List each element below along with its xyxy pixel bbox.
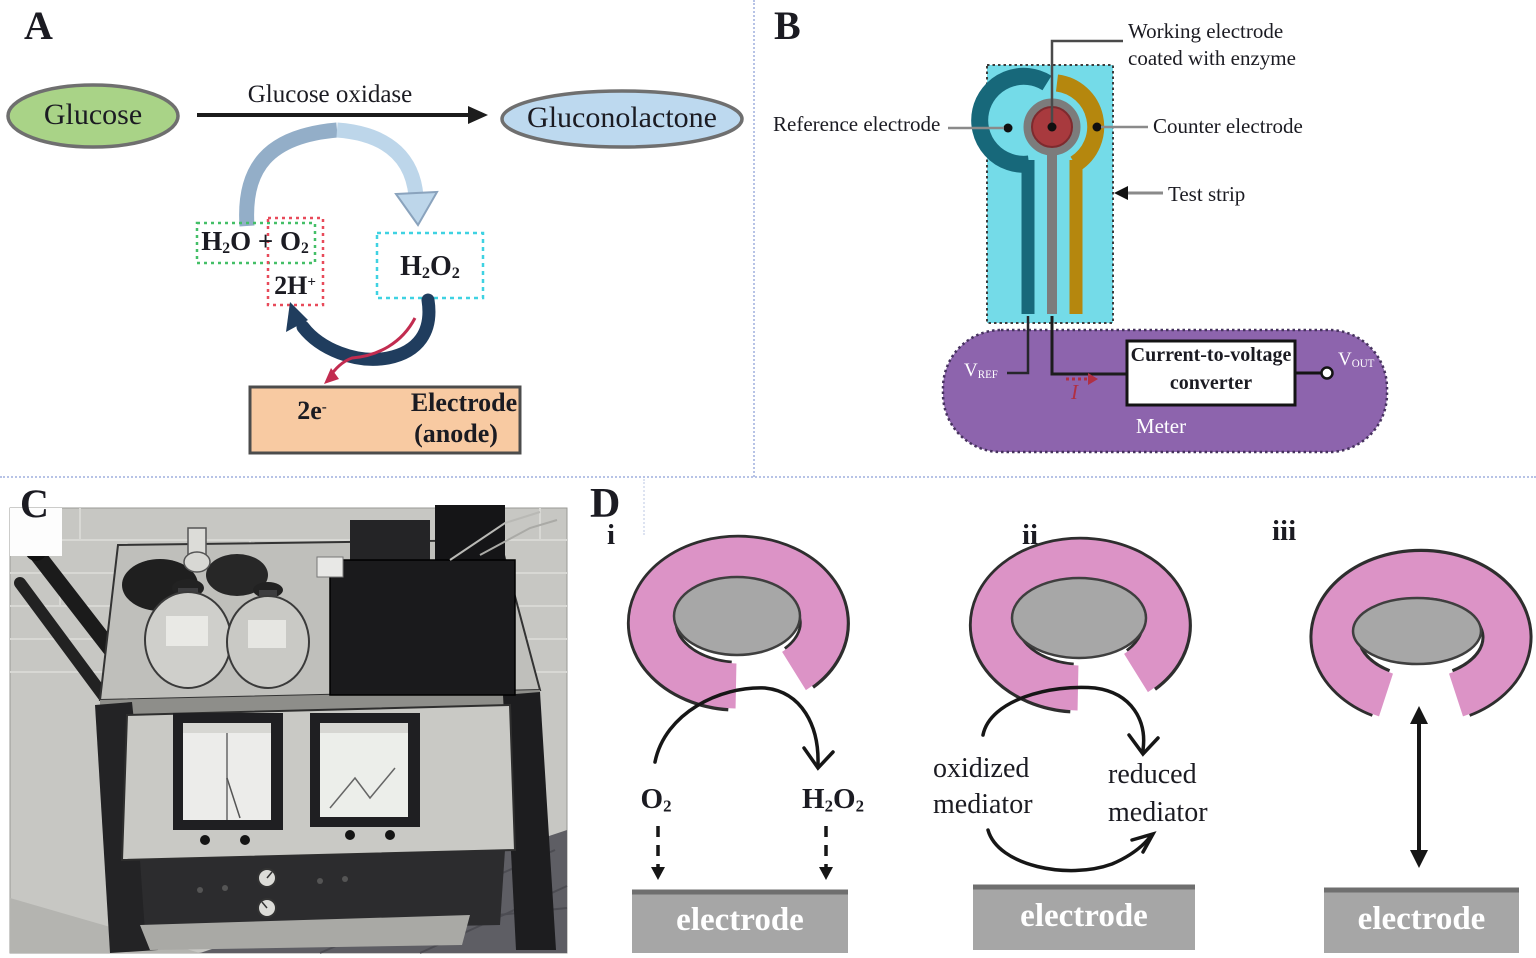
- reaction-arrow: [197, 106, 488, 124]
- counter-electrode-label: Counter electrode: [1153, 114, 1303, 138]
- electrode-anode-line2: (anode): [414, 419, 498, 448]
- panel-a-graphics: [6, 83, 744, 455]
- peroxide-to-protons-arrow: [286, 293, 436, 366]
- glucose-ellipse: [6, 83, 180, 149]
- subpanel-i-label: i: [607, 519, 616, 551]
- panel-b-label: B: [774, 3, 801, 48]
- enzyme-cycle-arch-arrow: [239, 122, 439, 227]
- meter-label: Meter: [1135, 414, 1187, 438]
- electrode-bar-iii: [1324, 887, 1519, 953]
- protons-label: 2H+: [274, 271, 316, 300]
- working-electrode-label-line2: coated with enzyme: [1128, 46, 1296, 70]
- panel-d-graphics: [626, 534, 1533, 953]
- electrode-text-iii: electrode: [1357, 901, 1486, 937]
- converter-box: [1125, 339, 1297, 407]
- protons-dashed-box: [266, 216, 325, 307]
- mediator-return-arrow: [986, 828, 1157, 873]
- test-strip-label: Test strip: [1168, 182, 1246, 206]
- label-pointer-dots: [1003, 122, 1102, 133]
- reference-electrode-label: Reference electrode: [773, 112, 941, 136]
- vref-wire: [1007, 316, 1030, 375]
- working-label-pointer: [1050, 39, 1123, 124]
- enzyme-shape-ii: [968, 536, 1192, 714]
- vout-label: VOUT: [1338, 349, 1375, 371]
- converter-label-line2: converter: [1169, 372, 1253, 394]
- gluconolactone-label: Gluconolactone: [527, 101, 717, 134]
- electrode-anode-box: [248, 385, 522, 455]
- converter-label-line1: Current-to-voltage: [1130, 344, 1292, 366]
- current-symbol-label: I: [1071, 380, 1078, 404]
- direct-transfer-double-arrow: [1410, 706, 1428, 868]
- panel-d-label: D: [590, 481, 621, 527]
- panel-a-label: A: [24, 3, 53, 48]
- electrode-text-i: electrode: [676, 902, 804, 938]
- panel-divider-c-d: [643, 479, 645, 535]
- enzyme-shape-iii: [1309, 548, 1533, 717]
- counter-electrode-track: [1055, 74, 1105, 314]
- glucose-label: Glucose: [43, 98, 143, 131]
- test-strip-pointer-arrow: [1114, 186, 1163, 200]
- current-direction-arrow: [1066, 373, 1098, 385]
- electrons-label: 2e-: [297, 396, 327, 425]
- subpanel-ii-label: ii: [1022, 519, 1039, 551]
- photo-controls: [197, 830, 395, 918]
- panel-c-label: C: [20, 481, 49, 526]
- photo-corner-mask: [10, 508, 62, 556]
- photo-chart-recorders: [173, 713, 420, 830]
- panel-b-graphics: [941, 39, 1389, 454]
- glucose-oxidase-label: Glucose oxidase: [247, 81, 413, 108]
- h2o-o2-label: H2O + O2: [201, 226, 309, 258]
- h2o2-label-d: H2O2: [802, 783, 864, 816]
- subpanel-iii-label: iii: [1272, 515, 1297, 547]
- electron-transfer-arrow: [324, 317, 417, 384]
- h2o2-label: H2O2: [400, 251, 460, 283]
- reference-electrode-track: [971, 67, 1052, 314]
- oxidized-mediator-line2: mediator: [933, 789, 1033, 820]
- photo-instrument-box: [316, 505, 558, 696]
- panel-divider-horizontal: [0, 476, 1536, 478]
- oxidized-to-reduced-arrow: [981, 685, 1160, 757]
- working-wire: [1050, 316, 1127, 376]
- vout-terminal: [1295, 366, 1334, 380]
- reduced-mediator-line1: reduced: [1108, 759, 1197, 790]
- electrode-bar-i: [632, 889, 848, 953]
- electrode-anode-line1: Electrode: [410, 388, 518, 417]
- electrode-bar-ii: [973, 884, 1195, 950]
- o2-label: O2: [640, 783, 672, 816]
- reduced-mediator-line2: mediator: [1108, 797, 1208, 828]
- panel-divider-vertical: [753, 0, 755, 477]
- photo-reagent-jars: [122, 527, 310, 689]
- o2-dashed-arrow: [651, 826, 665, 880]
- working-electrode-label-line1: Working electrode: [1128, 19, 1284, 43]
- electrode-text-ii: electrode: [1020, 898, 1148, 934]
- gluconolactone-ellipse: [500, 89, 744, 149]
- o2-to-h2o2-arrow: [653, 686, 835, 771]
- oxidized-mediator-line1: oxidized: [933, 753, 1030, 784]
- enzyme-shape-i: [626, 534, 850, 712]
- h2o2-dashed-arrow: [819, 826, 833, 880]
- vref-label: VREF: [964, 360, 998, 382]
- panel-c-photo: [9, 505, 568, 954]
- h2o-o2-dashed-box: [195, 221, 317, 265]
